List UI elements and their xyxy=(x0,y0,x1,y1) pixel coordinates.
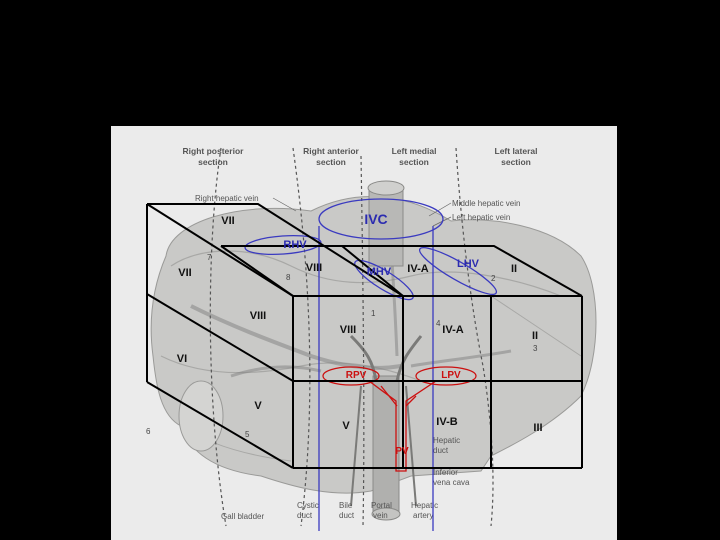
number-5: 5 xyxy=(245,430,250,439)
label-middle-hepatic-vein: Middle hepatic vein xyxy=(452,199,520,208)
header-left-medial-line2: section xyxy=(399,157,429,167)
segment-viii-front: VIII xyxy=(340,324,357,336)
label-hepatic-duct-line1: Hepatic xyxy=(433,436,460,445)
segment-v-front: V xyxy=(342,420,350,432)
segment-viii-side: VIII xyxy=(250,310,267,322)
segment-v-side: V xyxy=(254,400,262,412)
number-1: 1 xyxy=(371,309,376,318)
number-2: 2 xyxy=(491,274,496,283)
label-bile-duct-line1: Bile xyxy=(339,501,353,510)
label-portal-vein-line2: vein xyxy=(373,511,388,520)
vessel-rpv: RPV xyxy=(346,370,367,381)
segment-ivb: IV-B xyxy=(436,416,457,428)
number-6: 6 xyxy=(146,427,151,436)
label-bile-duct-line2: duct xyxy=(339,511,355,520)
segment-vi: VI xyxy=(177,353,187,365)
label-inferior-vena-cava-line2: vena cava xyxy=(433,478,470,487)
vessel-ivc: IVC xyxy=(364,211,387,227)
segment-vii-front: VII xyxy=(178,267,191,279)
vessel-rhv: RHV xyxy=(283,239,307,251)
segment-ii-front: II xyxy=(532,330,538,342)
vessel-mhv: MHV xyxy=(367,266,392,278)
header-right-anterior-line1: Right anterior xyxy=(303,146,359,156)
header-right-posterior-line2: section xyxy=(198,157,228,167)
number-7: 7 xyxy=(207,253,212,262)
label-inferior-vena-cava-line1: Inferior xyxy=(433,468,458,477)
label-hepatic-duct-line2: duct xyxy=(433,446,449,455)
diagram-canvas: Right posterior section Right anterior s… xyxy=(111,126,617,540)
segment-iva-top: IV-A xyxy=(407,263,428,275)
number-3: 3 xyxy=(533,344,538,353)
segment-viii-top: VIII xyxy=(306,262,323,274)
label-cystic-duct-line1: Cystic xyxy=(297,501,319,510)
label-cystic-duct-line2: duct xyxy=(297,511,313,520)
label-hepatic-artery-line2: artery xyxy=(413,511,433,520)
segment-iii: III xyxy=(533,422,542,434)
vessel-lhv: LHV xyxy=(457,258,480,270)
header-left-medial-line1: Left medial xyxy=(392,146,437,156)
label-gall-bladder: Gall bladder xyxy=(221,512,264,521)
header-right-anterior-line2: section xyxy=(316,157,346,167)
header-left-lateral-line1: Left lateral xyxy=(495,146,538,156)
header-left-lateral-line2: section xyxy=(501,157,531,167)
gall-bladder-shape xyxy=(179,381,223,451)
label-hepatic-artery-line1: Hepatic xyxy=(411,501,438,510)
label-left-hepatic-vein: Left hepatic vein xyxy=(452,213,510,222)
section-headers: Right posterior section Right anterior s… xyxy=(183,146,538,167)
label-right-hepatic-vein: Right hepatic vein xyxy=(195,194,259,203)
liver-illustration xyxy=(151,181,596,520)
liver-segments-diagram: Right posterior section Right anterior s… xyxy=(111,126,617,540)
segment-vii-top: VII xyxy=(221,215,234,227)
label-portal-vein-line1: Portal xyxy=(371,501,392,510)
segment-ii-top: II xyxy=(511,263,517,275)
segment-iva-front: IV-A xyxy=(442,324,463,336)
number-4: 4 xyxy=(436,319,441,328)
number-8: 8 xyxy=(286,273,291,282)
vessel-pv: PV xyxy=(395,446,409,457)
vessel-lpv: LPV xyxy=(441,370,461,381)
header-right-posterior-line1: Right posterior xyxy=(183,146,245,156)
